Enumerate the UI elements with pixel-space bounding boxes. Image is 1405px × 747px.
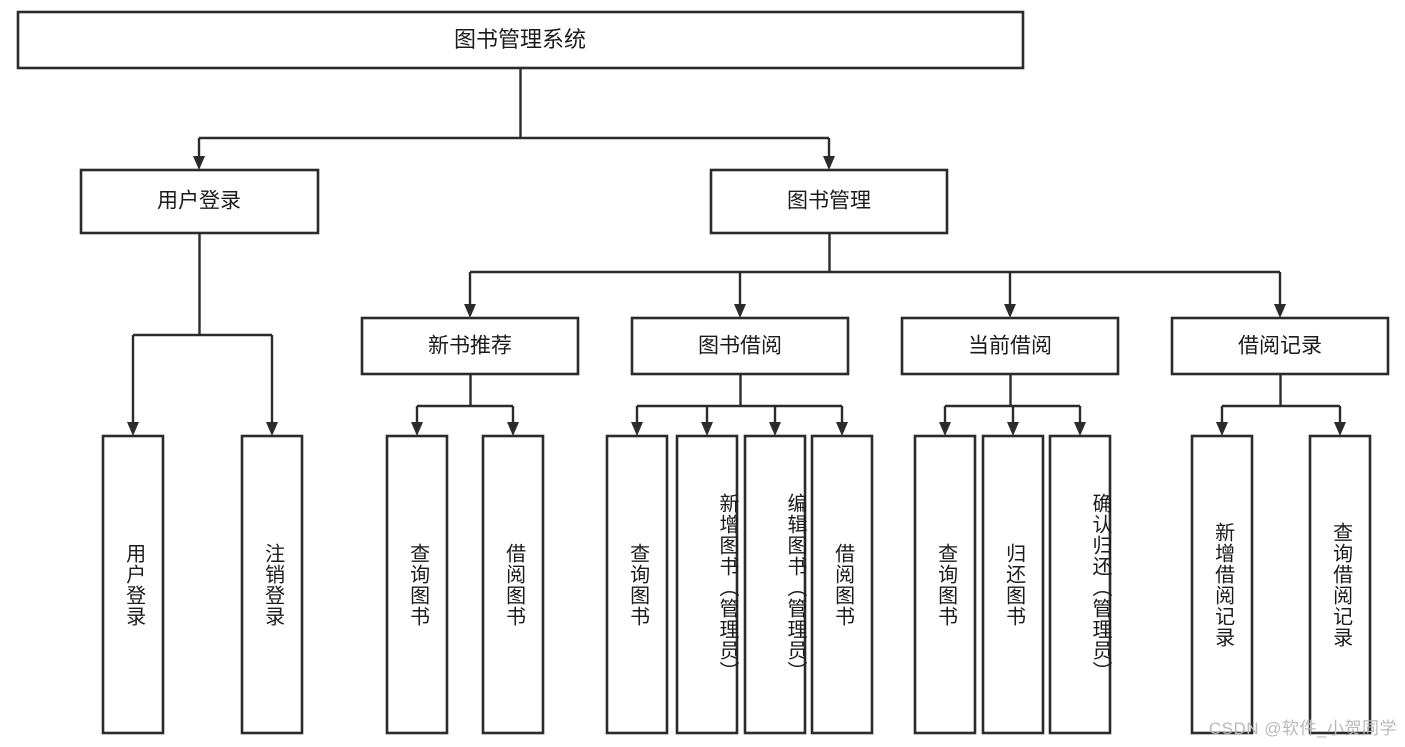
node-current-borrow[interactable]: 当前借阅 xyxy=(900,316,1120,376)
leaf-box-add-book-admin[interactable] xyxy=(675,434,739,735)
connector-new-book-bus xyxy=(411,374,519,436)
leaf-box-query-book-borrow[interactable] xyxy=(605,434,669,735)
node-book-manage[interactable]: 图书管理 xyxy=(709,168,949,235)
node-root-label: 图书管理系统 xyxy=(454,27,586,52)
leaf-boxes xyxy=(101,434,1372,735)
node-book-manage-label: 图书管理 xyxy=(787,190,871,213)
leaf-box-add-borrow-record[interactable] xyxy=(1190,434,1254,735)
leaf-box-borrow-book-new[interactable] xyxy=(481,434,545,735)
watermark-text: CSDN @软件_小贺同学 xyxy=(1208,719,1397,738)
connector-current-borrow-bus xyxy=(939,374,1086,436)
connector-root-to-user-login xyxy=(193,138,205,170)
node-borrow-record[interactable]: 借阅记录 xyxy=(1170,316,1390,376)
connector-root-to-bus xyxy=(199,68,829,140)
node-book-borrow-label: 图书借阅 xyxy=(698,335,782,358)
leaf-box-query-book-current[interactable] xyxy=(913,434,977,735)
leaf-box-edit-book-admin[interactable] xyxy=(743,434,807,735)
node-user-login-label: 用户登录 xyxy=(157,190,241,213)
node-user-login[interactable]: 用户登录 xyxy=(79,168,320,235)
node-new-book-recommend-label: 新书推荐 xyxy=(428,335,512,358)
leaf-box-borrow-book[interactable] xyxy=(810,434,874,735)
node-root[interactable]: 图书管理系统 xyxy=(16,10,1025,70)
connector-borrow-record-bus xyxy=(1216,374,1346,436)
node-book-borrow[interactable]: 图书借阅 xyxy=(630,316,850,376)
leaf-box-query-borrow-record[interactable] xyxy=(1308,434,1372,735)
leaf-box-query-book-new[interactable] xyxy=(385,434,449,735)
connector-book-borrow-bus xyxy=(631,374,848,436)
node-new-book-recommend[interactable]: 新书推荐 xyxy=(360,316,580,376)
leaf-box-confirm-return-admin[interactable] xyxy=(1048,434,1112,735)
connector-root-to-book-manage xyxy=(823,138,835,170)
connector-book-manage-bus xyxy=(464,233,1286,318)
node-current-borrow-label: 当前借阅 xyxy=(968,335,1052,358)
leaf-box-logout[interactable] xyxy=(240,434,304,735)
node-borrow-record-label: 借阅记录 xyxy=(1238,335,1322,358)
leaf-box-user-login[interactable] xyxy=(101,434,165,735)
connector-user-login-bus xyxy=(127,233,278,436)
leaf-box-return-book[interactable] xyxy=(981,434,1045,735)
